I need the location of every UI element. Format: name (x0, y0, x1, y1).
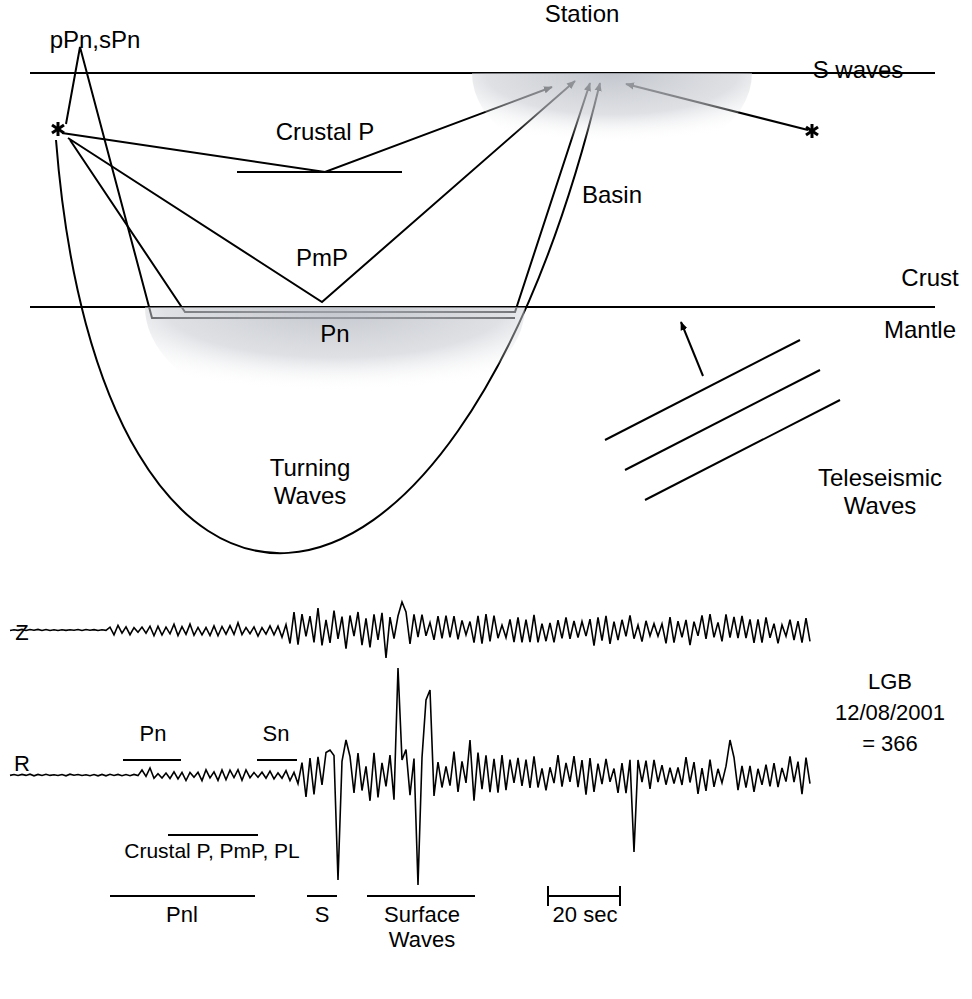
station-code: LGB (868, 669, 912, 694)
seismogram (10, 602, 810, 885)
wave-label: Teleseismic Waves (818, 464, 942, 519)
phase-label: S (315, 902, 330, 927)
component-label-box: Z (15, 620, 28, 645)
phase-label-box: S (315, 902, 330, 927)
layer-label: Mantle (884, 316, 956, 343)
pn-region: Pn (145, 307, 525, 432)
event-distance: = 366 (862, 731, 918, 756)
phase-bars (110, 760, 620, 906)
layer-label-box: Crust (901, 264, 958, 292)
scale-label-box: 20 sec (553, 902, 618, 927)
event-date: 12/08/2001 (835, 700, 945, 725)
event-date-box: 12/08/2001 (835, 700, 945, 725)
turning-ray (56, 83, 600, 553)
layer-label: Crust (901, 264, 958, 291)
component-label: R (14, 751, 30, 776)
phase-label-box: Crustal P, PmP, PL (124, 839, 299, 863)
source-star (52, 122, 64, 136)
teleseismic-front (605, 340, 800, 440)
phase-label: PmP (296, 244, 348, 271)
trace-line (10, 668, 810, 885)
scale-label: 20 sec (553, 902, 618, 927)
phase-label-box: pPn,sPn (50, 26, 141, 54)
phase-label: Sn (263, 721, 290, 746)
phase-label: pPn,sPn (50, 26, 141, 53)
phase-label-box: Pn (140, 721, 167, 746)
station-label-box: Station (545, 0, 620, 28)
phase-label: Crustal P, PmP, PL (124, 839, 299, 862)
ppn-ray (66, 47, 515, 318)
phase-label: Pn (140, 721, 167, 746)
phase-label-box: S waves (813, 56, 904, 84)
teleseismic-front (625, 370, 820, 470)
source-star (806, 124, 818, 138)
station-label: Station (545, 0, 620, 27)
basin-region: Basin (472, 73, 752, 213)
component-label: Z (15, 620, 28, 645)
region-label: Pn (145, 320, 525, 348)
component-label-box: R (14, 751, 30, 776)
phase-label: S waves (813, 56, 904, 83)
phase-label: Crustal P (276, 118, 375, 145)
phase-label: Surface Waves (384, 902, 460, 952)
event-distance-box: = 366 (862, 731, 918, 756)
teleseismic-arrow (681, 322, 703, 376)
phase-label-box: Pnl (166, 902, 198, 927)
trace-line (10, 602, 810, 658)
phase-label-box: Surface Waves (367, 902, 477, 953)
wave-label-box: Teleseismic Waves (810, 464, 950, 519)
layer-label-box: Mantle (884, 316, 956, 344)
phase-label-box: Crustal P (276, 118, 375, 146)
phase-label-box: PmP (296, 244, 348, 272)
phase-label-box: Sn (263, 721, 290, 746)
wave-label-box: Turning Waves (255, 454, 365, 509)
station-code-box: LGB (868, 669, 912, 694)
teleseismic-front (645, 400, 840, 500)
wave-label: Turning Waves (270, 454, 350, 509)
region-label: Basin (472, 181, 752, 209)
phase-label: Pnl (166, 902, 198, 927)
